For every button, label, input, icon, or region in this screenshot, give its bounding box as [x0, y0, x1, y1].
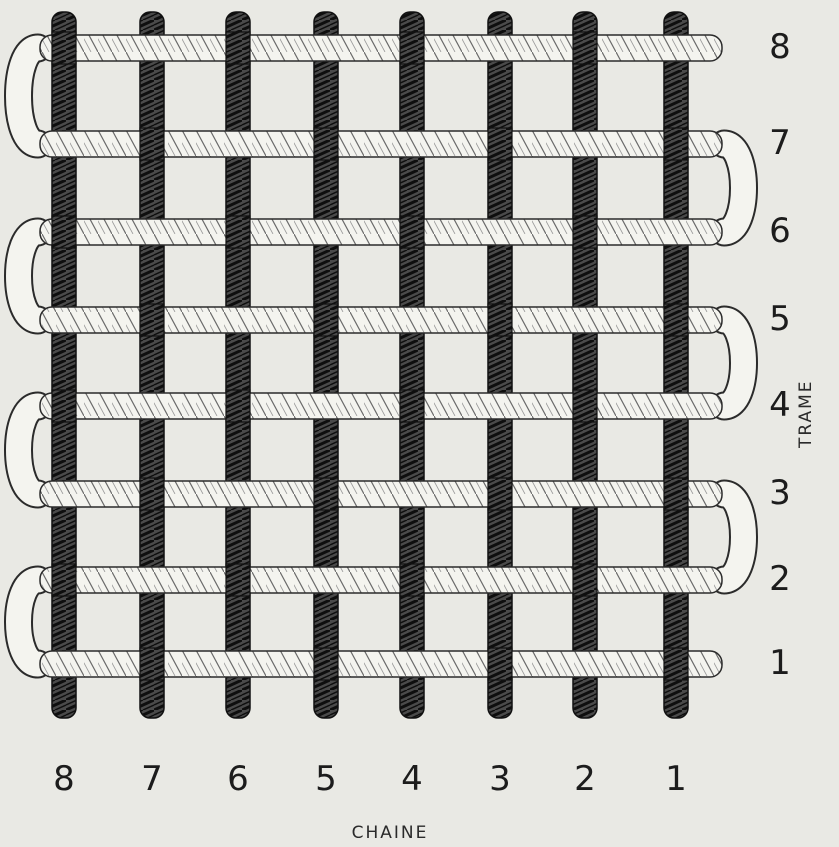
warp-crossing-over	[314, 648, 338, 680]
weft-number: 8	[758, 30, 802, 64]
warp-crossing-over	[226, 32, 250, 64]
weft-thread	[40, 35, 722, 61]
warp-crossing-over	[226, 216, 250, 248]
warp-crossing-over	[664, 648, 688, 680]
warp-thread	[226, 12, 250, 718]
weft-thread	[40, 567, 722, 593]
warp-crossing-over	[140, 304, 164, 336]
warp-thread	[140, 12, 164, 718]
weft-threads	[19, 32, 744, 680]
warp-number: 4	[390, 762, 434, 796]
warp-crossing-over	[573, 32, 597, 64]
weft-number: 1	[758, 646, 802, 680]
weft-number: 6	[758, 214, 802, 248]
warp-number: 7	[130, 762, 174, 796]
warp-number: 3	[478, 762, 522, 796]
warp-crossing-over	[226, 564, 250, 596]
warp-crossing-over	[52, 216, 76, 248]
warp-crossing-over	[573, 564, 597, 596]
warp-crossing-over	[226, 390, 250, 422]
trame-axis-label: TRAME	[796, 348, 816, 448]
warp-number: 1	[654, 762, 698, 796]
warp-crossing-over	[488, 648, 512, 680]
warp-crossing-over	[400, 390, 424, 422]
weft-turn	[19, 232, 39, 320]
warp-crossing-over	[314, 478, 338, 510]
warp-thread	[664, 12, 688, 718]
weft-turn	[19, 406, 39, 494]
warp-number: 2	[563, 762, 607, 796]
warp-thread	[573, 12, 597, 718]
warp-crossing-over	[140, 128, 164, 160]
warp-thread	[488, 12, 512, 718]
warp-thread	[400, 12, 424, 718]
weft-turn	[724, 494, 744, 580]
warp-crossing-over	[488, 478, 512, 510]
warp-threads	[52, 12, 688, 718]
warp-crossing-over	[400, 564, 424, 596]
warp-crossing-over	[664, 128, 688, 160]
weft-number: 5	[758, 302, 802, 336]
warp-crossing-over	[52, 390, 76, 422]
warp-crossing-over	[314, 304, 338, 336]
warp-crossing-over	[400, 216, 424, 248]
warp-crossing-over	[664, 478, 688, 510]
warp-crossing-over	[573, 390, 597, 422]
weft-thread	[40, 393, 722, 419]
warp-crossing-over	[314, 128, 338, 160]
warp-crossing-over	[488, 304, 512, 336]
weft-turn	[19, 580, 39, 664]
warp-crossing-over	[664, 304, 688, 336]
warp-number: 5	[304, 762, 348, 796]
warp-crossing-over	[52, 564, 76, 596]
warp-crossing-over	[488, 128, 512, 160]
warp-crossing-over	[52, 32, 76, 64]
weft-number: 2	[758, 562, 802, 596]
warp-crossing-over	[400, 32, 424, 64]
warp-crossing-over	[140, 478, 164, 510]
warp-number: 8	[42, 762, 86, 796]
warp-number: 6	[216, 762, 260, 796]
weft-number: 3	[758, 476, 802, 510]
chaine-axis-label: CHAINE	[0, 823, 780, 843]
weft-turn	[19, 48, 39, 144]
weft-number: 7	[758, 126, 802, 160]
weft-turn	[724, 144, 744, 232]
warp-thread	[314, 12, 338, 718]
warp-crossing-over	[140, 648, 164, 680]
warp-crossing-over	[573, 216, 597, 248]
weft-turn	[724, 320, 744, 406]
weft-thread	[40, 219, 722, 245]
warp-thread	[52, 12, 76, 718]
